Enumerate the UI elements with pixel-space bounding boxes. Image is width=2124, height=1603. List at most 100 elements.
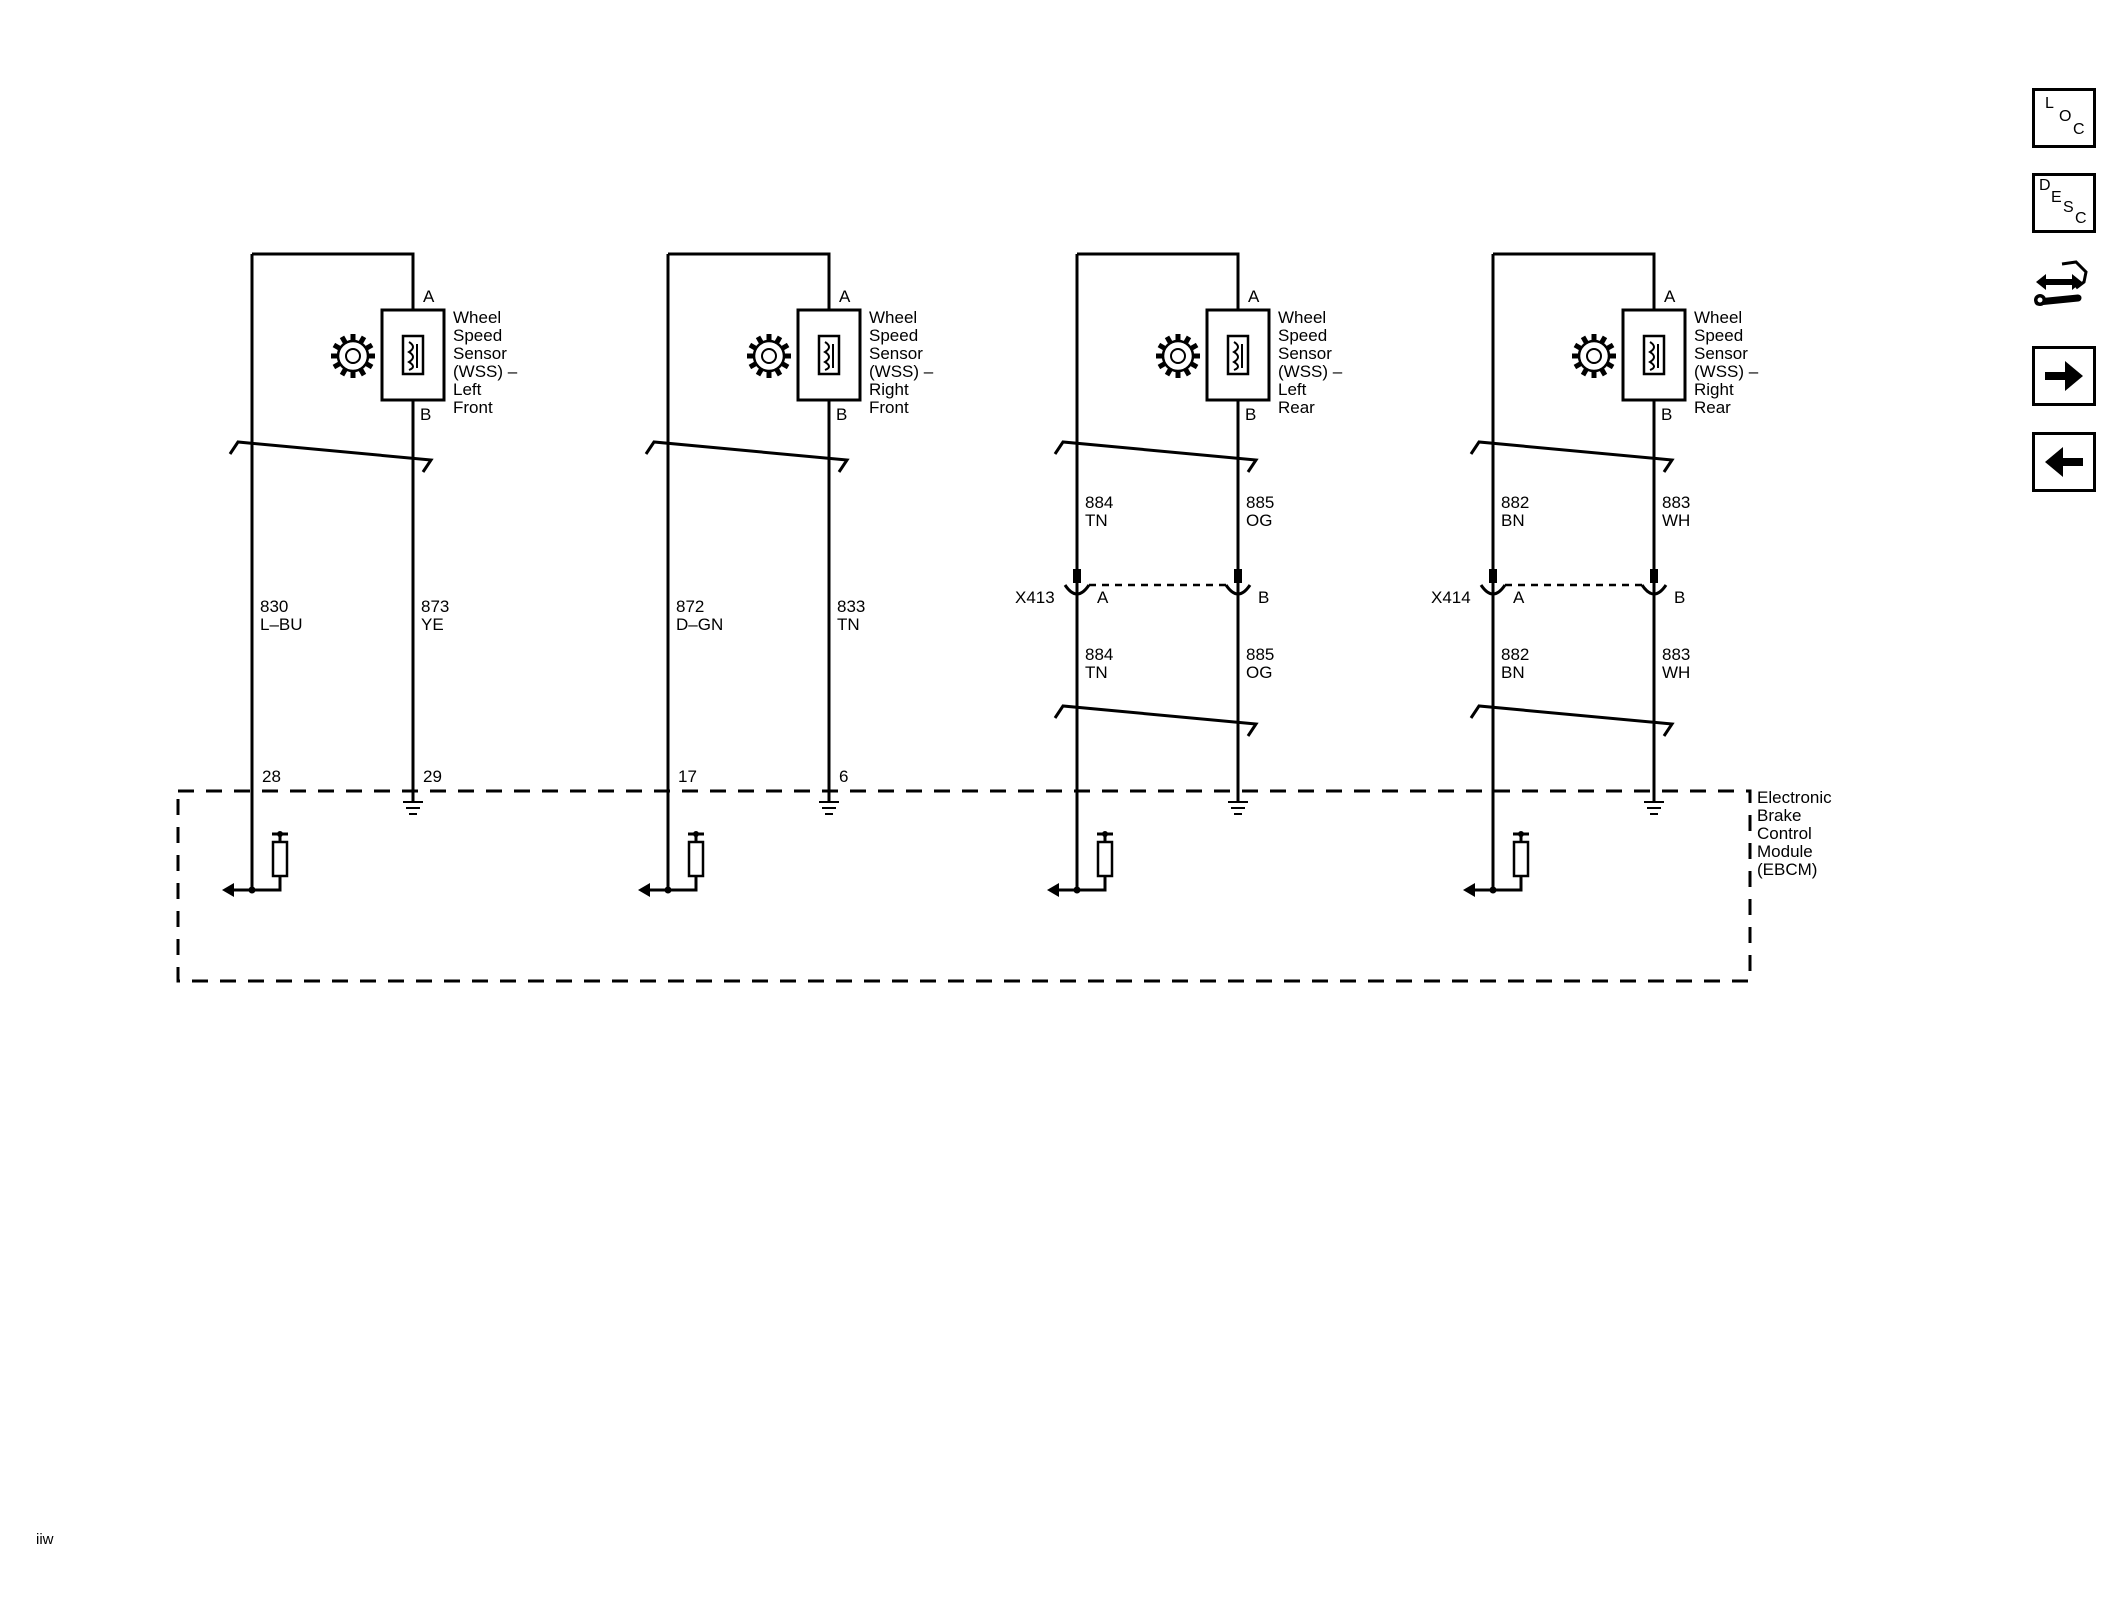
signal-wire-top — [252, 252, 415, 310]
sensor-coil — [823, 341, 830, 371]
wire-color-right-upper: WH — [1662, 511, 1690, 530]
sensor-coil — [1648, 341, 1655, 371]
tone-wheel-gear-icon — [747, 334, 791, 378]
pin-label-b: B — [1245, 405, 1256, 424]
arrow-right-icon — [2045, 361, 2083, 391]
ground-icon — [1644, 801, 1664, 815]
circuit-number-left-lower: 882 — [1501, 645, 1529, 664]
circuit-number-right: 833 — [837, 597, 865, 616]
desc-letter: D — [2039, 177, 2051, 194]
circuit-number-right-lower: 885 — [1246, 645, 1274, 664]
ground-icon — [403, 801, 423, 815]
previous-button[interactable] — [2032, 432, 2096, 492]
connector-pin-male — [1489, 569, 1497, 583]
connector-pin-b: B — [1674, 588, 1685, 607]
loc-letter: O — [2059, 108, 2072, 125]
tone-wheel-gear-icon — [1572, 334, 1616, 378]
signal-wire-top — [668, 252, 831, 310]
sensor-coil — [1232, 341, 1239, 371]
wire-color-left-upper: TN — [1085, 511, 1108, 530]
circuit-number-left-upper: 882 — [1501, 493, 1529, 512]
pin-label-a: A — [1664, 287, 1676, 306]
circuit-number-right-upper: 883 — [1662, 493, 1690, 512]
loc-letter: L — [2045, 95, 2054, 112]
signal-arrow-icon — [638, 883, 650, 897]
signal-wire-top — [1493, 252, 1656, 310]
circuit-number-right-lower: 883 — [1662, 645, 1690, 664]
pin-label-b: B — [1661, 405, 1672, 424]
pin-label-a: A — [423, 287, 435, 306]
ebcm-pin-left: 17 — [678, 767, 697, 786]
ebcm-pin-right: 29 — [423, 767, 442, 786]
twisted-pair-mark — [1469, 704, 1675, 737]
connector-pin-a: A — [1097, 588, 1109, 607]
pin-label-b: B — [420, 405, 431, 424]
internal-resistor — [668, 831, 705, 892]
circuit-number-right: 873 — [421, 597, 449, 616]
wire-color-left-upper: BN — [1501, 511, 1525, 530]
wire-color-left-lower: BN — [1501, 663, 1525, 682]
inline-connector-x414: X414 A B — [1431, 569, 1685, 607]
connector-name: X414 — [1431, 588, 1471, 607]
sensor-coil — [407, 341, 414, 371]
tone-wheel-gear-icon — [331, 334, 375, 378]
circuit-number-left: 830 — [260, 597, 288, 616]
pin-label-a: A — [1248, 287, 1260, 306]
arrow-left-icon — [2045, 447, 2083, 477]
connector-wrench-icon — [2034, 260, 2088, 306]
connector-pin-female — [1224, 584, 1252, 596]
twisted-pair-mark — [1053, 704, 1259, 737]
connector-pin-female — [1479, 584, 1507, 596]
wire-color-left-lower: TN — [1085, 663, 1108, 682]
wire-color-right-upper: OG — [1246, 511, 1272, 530]
wire-color-right: TN — [837, 615, 860, 634]
ebcm-boundary — [176, 789, 1752, 983]
twisted-pair-mark — [1469, 440, 1675, 473]
tone-wheel-gear-icon — [1156, 334, 1200, 378]
connector-pin-male — [1073, 569, 1081, 583]
wire-color-right: YE — [421, 615, 444, 634]
connector-pin-female — [1640, 584, 1668, 596]
wire-color-right-lower: OG — [1246, 663, 1272, 682]
desc-letter: C — [2075, 210, 2087, 227]
connector-repair-button[interactable] — [2032, 258, 2096, 318]
loc-letter: C — [2073, 121, 2085, 138]
ebcm-pin-right: 6 — [839, 767, 848, 786]
desc-letter: E — [2051, 189, 2062, 206]
ground-icon — [1228, 801, 1248, 815]
signal-wire-top — [1077, 252, 1240, 310]
pin-label-b: B — [836, 405, 847, 424]
circuit-number-left-upper: 884 — [1085, 493, 1113, 512]
wire-color-left: L–BU — [260, 615, 303, 634]
connector-pin-male — [1234, 569, 1242, 583]
wire-color-left: D–GN — [676, 615, 723, 634]
connector-pin-b: B — [1258, 588, 1269, 607]
wire-color-right-lower: WH — [1662, 663, 1690, 682]
internal-resistor — [252, 831, 289, 892]
ebcm-pin-left: 28 — [262, 767, 281, 786]
signal-arrow-icon — [222, 883, 234, 897]
internal-resistor — [1493, 831, 1530, 892]
desc-letter: S — [2063, 199, 2074, 216]
pin-label-a: A — [839, 287, 851, 306]
connector-pin-a: A — [1513, 588, 1525, 607]
connector-name: X413 — [1015, 588, 1055, 607]
connector-pin-male — [1650, 569, 1658, 583]
next-button[interactable] — [2032, 346, 2096, 406]
twisted-pair-mark — [228, 440, 434, 473]
footer-code: iiw — [36, 1531, 54, 1548]
ground-icon — [819, 801, 839, 815]
internal-resistor — [1077, 831, 1114, 892]
twisted-pair-mark — [644, 440, 850, 473]
